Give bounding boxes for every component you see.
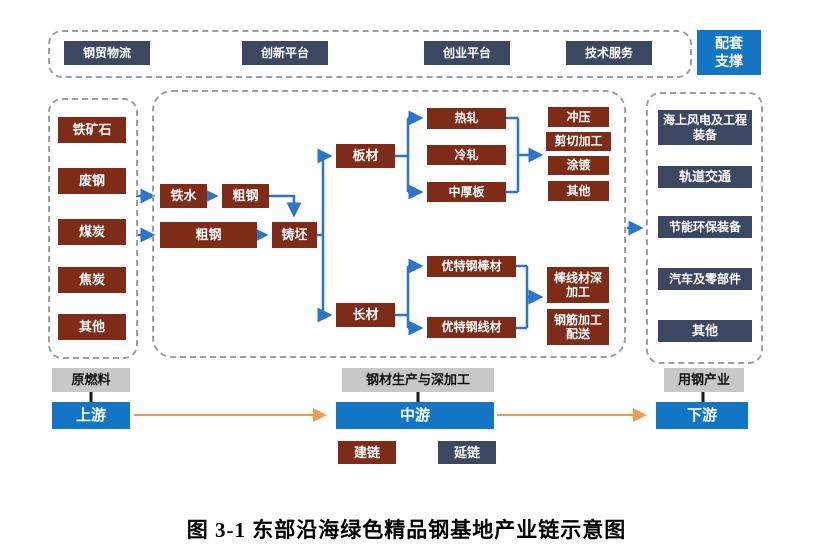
stage-downstream: 下游: [656, 402, 748, 429]
input-coal: 煤炭: [58, 219, 126, 245]
input-scrap-steel: 废钢: [58, 168, 126, 194]
label-steel-production-processing: 钢材生产与深加工: [342, 368, 494, 392]
node-crude-steel-a: 粗钢: [222, 184, 269, 208]
node-stamping: 冲压: [548, 107, 609, 127]
industry-auto-parts: 汽车及零部件: [658, 268, 752, 290]
node-cold-rolled: 冷轧: [427, 145, 506, 165]
support-item-entrepreneurship-platform: 创业平台: [424, 41, 510, 65]
node-hot-metal: 铁水: [160, 184, 207, 208]
node-plate: 板材: [336, 144, 395, 168]
legend-build-chain: 建链: [338, 441, 396, 464]
label-raw-fuel: 原燃料: [52, 368, 130, 392]
node-other-plate-processing: 其他: [548, 181, 609, 201]
industry-rail-transit: 轨道交通: [658, 166, 752, 188]
legend-extend-chain: 延链: [438, 441, 496, 464]
node-long-products: 长材: [336, 303, 395, 327]
midstream-group-frame: [152, 90, 626, 358]
node-shearing: 剪切加工: [546, 132, 611, 151]
industry-offshore-wind-equipment: 海上风电及工程装备: [658, 110, 752, 145]
input-coke: 焦炭: [58, 267, 126, 293]
label-steel-using-industry: 用钢产业: [664, 368, 744, 392]
figure-caption: 图 3-1 东部沿海绿色精品钢基地产业链示意图: [186, 518, 627, 542]
node-rebar-processing-distribution: 钢筋加工配送: [547, 309, 609, 345]
node-special-steel-wire: 优特钢线材: [427, 317, 516, 338]
industry-energy-saving-equipment: 节能环保装备: [658, 216, 752, 238]
support-item-steel-trade-logistics: 钢贸物流: [64, 41, 150, 65]
node-bar-wire-deep-processing: 棒线材深加工: [547, 267, 609, 303]
support-group-frame: [48, 30, 692, 78]
support-badge-line2: 支撑: [715, 52, 743, 69]
support-item-innovation-platform: 创新平台: [242, 41, 328, 65]
node-coating: 涂镀: [548, 156, 609, 175]
stage-upstream: 上游: [52, 402, 130, 429]
support-badge: 配套 支撑: [697, 30, 761, 75]
input-other: 其他: [58, 314, 126, 340]
inputs-group-frame: [48, 98, 138, 359]
node-hot-rolled: 热轧: [427, 108, 506, 129]
support-item-technical-services: 技术服务: [566, 41, 652, 65]
node-special-steel-bar: 优特钢棒材: [427, 256, 516, 277]
label-stubs: [89, 391, 705, 402]
node-medium-plate: 中厚板: [427, 182, 506, 202]
stage-midstream: 中游: [336, 402, 494, 429]
node-crude-steel-b: 粗钢: [160, 222, 257, 248]
node-billet: 铸坯: [272, 222, 317, 248]
downstream-group-frame: [646, 92, 763, 364]
input-iron-ore: 铁矿石: [58, 117, 126, 143]
support-badge-line1: 配套: [715, 35, 743, 51]
industry-other: 其他: [658, 320, 752, 342]
